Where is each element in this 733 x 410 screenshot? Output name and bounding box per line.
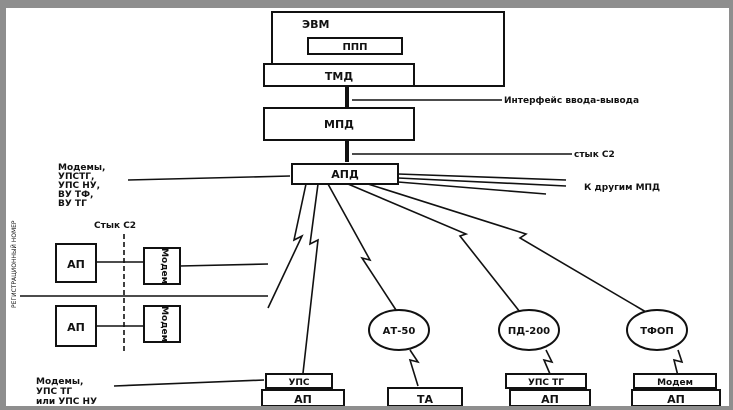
ups-label: УПС bbox=[288, 378, 309, 388]
pd200-circle bbox=[498, 309, 560, 351]
to-other-mpd-label: К другим МПД bbox=[584, 183, 660, 193]
to-other-mpd-line-1 bbox=[397, 173, 567, 181]
ap-left-1-label: АП bbox=[67, 258, 85, 271]
modem-left-2-box bbox=[143, 305, 181, 343]
ap-bottom-1-label: АП bbox=[294, 393, 312, 406]
modems-bottom-arrow bbox=[113, 379, 265, 387]
stik-c2-right-label: стык С2 bbox=[574, 150, 615, 160]
ap-bottom-2-label: АП bbox=[541, 393, 559, 406]
ap-left-2-label: АП bbox=[67, 321, 85, 334]
modems-top-line-2: УПСТГ, bbox=[58, 172, 94, 182]
modems-bottom-line-2: УПС ТГ bbox=[36, 387, 72, 397]
apd-pd200-line bbox=[347, 183, 521, 313]
ups-box bbox=[265, 373, 333, 389]
at50-ta-line bbox=[408, 349, 420, 387]
modems-top-line-5: ВУ ТГ bbox=[58, 199, 87, 209]
tfop-circle bbox=[626, 309, 688, 351]
modems-top-line-1: Модемы, bbox=[58, 163, 105, 173]
apd-label: АПД bbox=[331, 168, 359, 181]
diagram-canvas: ЭВМ ППП ТМД Интерфейс ввода-вывода МПД с… bbox=[6, 8, 729, 407]
at50-circle bbox=[368, 309, 430, 351]
modem-left-1-label: Модем bbox=[159, 248, 169, 284]
apd-ups-line bbox=[301, 183, 319, 383]
modem-bottom-label: Модем bbox=[657, 378, 693, 388]
at50-label: АТ-50 bbox=[383, 326, 416, 337]
modems-bottom-line-3: или УПС НУ bbox=[36, 397, 97, 406]
to-other-mpd-line-3 bbox=[397, 181, 547, 195]
tmd-box bbox=[263, 63, 415, 87]
mpd-box bbox=[263, 107, 415, 141]
tfop-label: ТФОП bbox=[640, 326, 674, 337]
modems-top-line-4: ВУ ТФ, bbox=[58, 190, 93, 200]
ups-tg-box bbox=[505, 373, 587, 389]
side-note: РЕГИСТРАЦИОННЫЙ НОМЕР bbox=[11, 220, 18, 308]
ppp-box bbox=[307, 37, 403, 55]
io-interface-label: Интерфейс ввода-вывода bbox=[504, 96, 639, 106]
modems-bottom-line-1: Модемы, bbox=[36, 377, 83, 387]
apd-tfop-line bbox=[367, 183, 647, 313]
network-diagram: ЭВМ ППП ТМД Интерфейс ввода-вывода МПД с… bbox=[11, 11, 721, 407]
tfop-modem-line bbox=[672, 349, 684, 377]
ta-label: ТА bbox=[417, 393, 434, 406]
evm-label: ЭВМ bbox=[302, 18, 329, 31]
apd-at50-line bbox=[327, 183, 397, 311]
mpd-label: МПД bbox=[324, 118, 354, 131]
modem-left-2-label: Модем bbox=[159, 306, 169, 342]
pd200-label: ПД-200 bbox=[508, 326, 550, 337]
modem-bottom-box bbox=[633, 373, 717, 389]
modem1-line bbox=[179, 263, 269, 267]
modems-top-line-3: УПС НУ, bbox=[58, 181, 100, 191]
pd200-ups-line bbox=[542, 349, 554, 375]
to-other-mpd-line-2 bbox=[397, 177, 567, 187]
modems-top-arrow bbox=[127, 175, 291, 181]
ppp-label: ППП bbox=[342, 42, 367, 53]
stik-c2-left-label: Стык С2 bbox=[94, 221, 136, 231]
tmd-label: ТМД bbox=[325, 70, 353, 83]
ap-left-1-box bbox=[55, 243, 97, 283]
ups-tg-label: УПС ТГ bbox=[528, 378, 564, 388]
ap-bottom-3-label: АП bbox=[667, 393, 685, 406]
apd-left-line-1 bbox=[267, 183, 307, 309]
